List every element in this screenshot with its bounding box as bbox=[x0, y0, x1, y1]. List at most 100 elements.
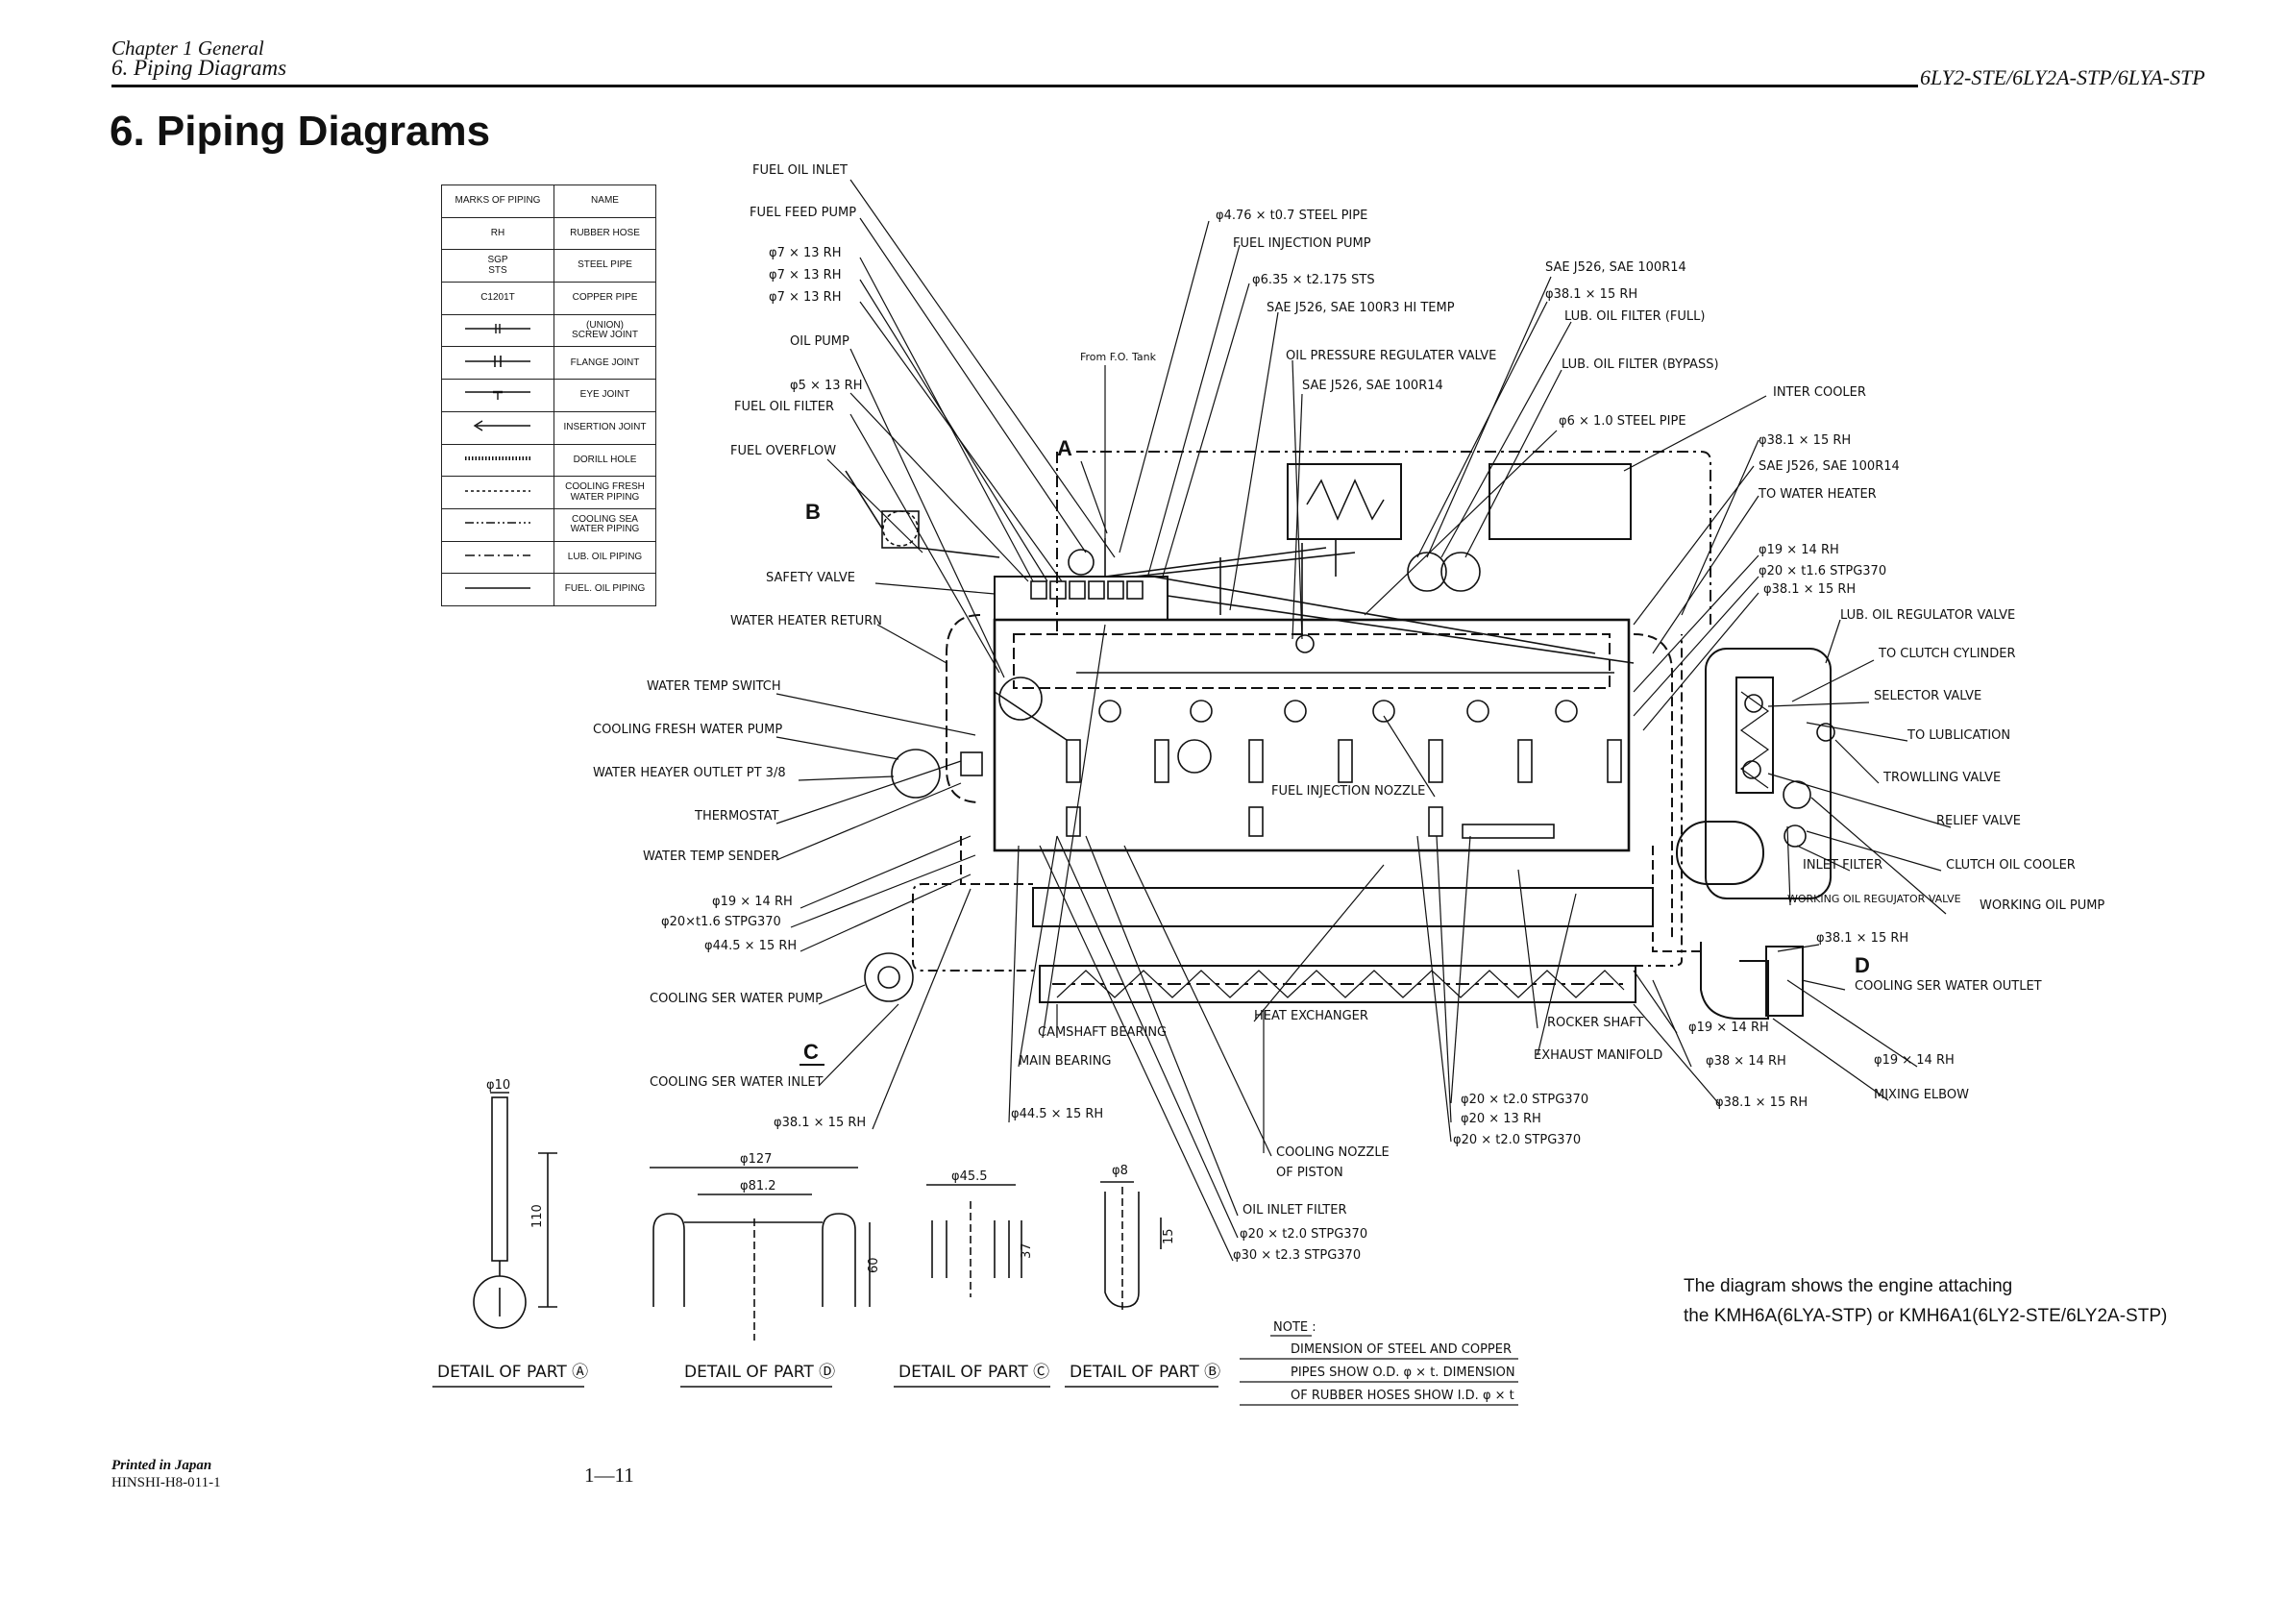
label-steel-pipe-6x1-0: φ6 × 1.0 STEEL PIPE bbox=[1559, 414, 1686, 429]
label-of-piston: OF PISTON bbox=[1276, 1166, 1343, 1180]
detail-c-title: DETAIL OF PART Ⓒ bbox=[898, 1363, 1049, 1382]
inlet-filter-symbol bbox=[1784, 824, 1807, 848]
legend-symbol-screw-joint bbox=[441, 313, 554, 348]
label-inlet-filter: INLET FILTER bbox=[1803, 858, 1882, 873]
selector-valve-symbol bbox=[1744, 694, 1763, 713]
label-rh-44-5x15: φ44.5 × 15 RH bbox=[1011, 1107, 1103, 1121]
inter-cooler-housing bbox=[1488, 463, 1632, 540]
label-rh-38x14: φ38 × 14 RH bbox=[1706, 1054, 1786, 1069]
cylinder-nozzle-4 bbox=[1338, 739, 1353, 783]
label-sae-j526-100r14: SAE J526, SAE 100R14 bbox=[1302, 379, 1443, 393]
label-rh-5x13: φ5 × 13 RH bbox=[790, 379, 863, 393]
legend-mark: SGP STS bbox=[441, 249, 554, 283]
label-thermostat: THERMOSTAT bbox=[694, 809, 778, 824]
injection-pump-body bbox=[994, 576, 1169, 621]
label-stpg-20x2-0: φ20 × t2.0 STPG370 bbox=[1453, 1133, 1581, 1147]
label-fuel-injection-nozzle: FUEL INJECTION NOZZLE bbox=[1271, 784, 1425, 799]
note-line-3: OF RUBBER HOSES SHOW I.D. φ × t bbox=[1291, 1389, 1514, 1403]
label-to-water-heater: TO WATER HEATER bbox=[1758, 487, 1877, 502]
legend-row: EYE JOINT bbox=[441, 379, 656, 412]
label-exhaust-manifold: EXHAUST MANIFOLD bbox=[1534, 1048, 1662, 1063]
label-safety-valve: SAFETY VALVE bbox=[766, 571, 855, 585]
label-working-oil-regulator-valve: WORKING OIL REGUJATOR VALVE bbox=[1787, 893, 1961, 905]
legend-symbol-eye-joint bbox=[441, 379, 554, 412]
label-to-clutch-cylinder: TO CLUTCH CYLINDER bbox=[1878, 647, 2016, 661]
clutch-oil-cooler-shell bbox=[1676, 821, 1764, 885]
mixing-elbow-flange bbox=[1765, 946, 1804, 1017]
legend-row: DORILL HOLE bbox=[441, 443, 656, 478]
label-inter-cooler: INTER COOLER bbox=[1773, 385, 1866, 400]
page-number: 1—11 bbox=[584, 1464, 634, 1487]
label-rh-19x14: φ19 × 14 RH bbox=[1759, 543, 1839, 557]
cylinder-nozzle-7 bbox=[1607, 739, 1622, 783]
legend-symbol-drill-hole bbox=[441, 443, 554, 478]
legend-row: INSERTION JOINT bbox=[441, 410, 656, 445]
cooling-sea-water-pump-symbol bbox=[864, 952, 914, 1002]
detail-d-dim-phi127: φ127 bbox=[740, 1152, 772, 1167]
label-rh-7x13: φ7 × 13 RH bbox=[769, 290, 842, 305]
legend-name: FUEL. OIL PIPING bbox=[554, 573, 656, 606]
fuel-oil-filter-symbol bbox=[882, 510, 919, 547]
label-sae-j526-100r3: SAE J526, SAE 100R3 HI TEMP bbox=[1267, 301, 1455, 315]
label-selector-valve: SELECTOR VALVE bbox=[1874, 689, 1981, 703]
legend-header-mark: MARKS OF PIPING bbox=[441, 185, 554, 218]
legend-row: LUB. OIL PIPING bbox=[441, 540, 656, 575]
detail-b-dim-phi8: φ8 bbox=[1112, 1164, 1128, 1178]
label-main-bearing: MAIN BEARING bbox=[1019, 1054, 1112, 1069]
cylinder-nozzle-5 bbox=[1428, 739, 1443, 783]
label-rh-20x13: φ20 × 13 RH bbox=[1461, 1112, 1541, 1126]
legend-mark: C1201T bbox=[441, 282, 554, 315]
label-camshaft-bearing: CAMSHAFT BEARING bbox=[1038, 1025, 1167, 1040]
label-lub-oil-regulator-valve: LUB. OIL REGULATOR VALVE bbox=[1840, 608, 2015, 623]
detail-d-title: DETAIL OF PART Ⓓ bbox=[684, 1363, 835, 1382]
legend-row: COOLING FRESH WATER PIPING bbox=[441, 476, 656, 509]
label-water-temp-sender: WATER TEMP SENDER bbox=[643, 849, 779, 864]
legend-name: RUBBER HOSE bbox=[554, 216, 656, 251]
label-fuel-feed-pump: FUEL FEED PUMP bbox=[750, 206, 856, 220]
label-rh-7x13: φ7 × 13 RH bbox=[769, 268, 842, 283]
label-fuel-oil-inlet: FUEL OIL INLET bbox=[752, 163, 848, 178]
cylinder-nozzle-6 bbox=[1517, 739, 1533, 783]
caption-line-2: the KMH6A(6LYA-STP) or KMH6A1(6LY2-STE/6… bbox=[1684, 1306, 2168, 1326]
legend-name: COOLING SEA WATER PIPING bbox=[554, 507, 656, 542]
clutch-oil-cooler bbox=[1735, 677, 1774, 794]
label-fuel-overflow: FUEL OVERFLOW bbox=[730, 444, 836, 458]
fuel-feed-pump-symbol bbox=[1068, 549, 1095, 576]
leader-lines bbox=[775, 179, 1952, 1262]
label-stpg-30x2-3: φ30 × t2.3 STPG370 bbox=[1233, 1248, 1361, 1263]
label-rh-19x14: φ19 × 14 RH bbox=[1688, 1021, 1769, 1035]
label-cooling-sea-water-outlet: COOLING SER WATER OUTLET bbox=[1855, 979, 2042, 994]
legend-row: (UNION) SCREW JOINT bbox=[441, 313, 656, 348]
label-cooling-sea-water-pump: COOLING SER WATER PUMP bbox=[650, 992, 823, 1006]
label-lub-oil-filter-bypass: LUB. OIL FILTER (BYPASS) bbox=[1562, 357, 1719, 372]
legend-symbol-lub-oil bbox=[441, 540, 554, 575]
label-to-lublication: TO LUBLICATION bbox=[1907, 728, 2010, 743]
marine-gear-case bbox=[1705, 648, 1832, 899]
detail-d-dim-60: 60 bbox=[867, 1257, 881, 1273]
trowlling-valve-symbol bbox=[1816, 723, 1835, 742]
header-rule bbox=[111, 85, 1918, 87]
label-water-heater-return: WATER HEATER RETURN bbox=[730, 614, 882, 628]
label-rh-38-1x15: φ38.1 × 15 RH bbox=[1759, 433, 1851, 448]
oil-pressure-regulator-valve-symbol bbox=[1295, 634, 1315, 653]
label-mixing-elbow: MIXING ELBOW bbox=[1874, 1088, 1969, 1102]
legend-symbol-insertion-joint bbox=[441, 410, 554, 445]
marker-b: B bbox=[805, 500, 821, 524]
label-rh-44-5x15: φ44.5 × 15 RH bbox=[704, 939, 797, 953]
legend-symbol-fuel-oil bbox=[441, 573, 554, 606]
label-fuel-oil-filter: FUEL OIL FILTER bbox=[734, 400, 834, 414]
detail-a-dim-phi10: φ10 bbox=[486, 1078, 510, 1093]
lub-oil-filter-bypass-symbol bbox=[1440, 552, 1481, 592]
label-sae-j526-100r14: SAE J526, SAE 100R14 bbox=[1545, 260, 1686, 275]
detail-a-title: DETAIL OF PART Ⓐ bbox=[437, 1363, 588, 1382]
label-sae-j526-100r14: SAE J526, SAE 100R14 bbox=[1759, 459, 1900, 474]
lub-oil-filter-full-symbol bbox=[1407, 552, 1447, 592]
mixing-elbow bbox=[1700, 942, 1769, 1020]
label-oil-inlet-filter: OIL INLET FILTER bbox=[1242, 1203, 1346, 1218]
header-model: 6LY2-STE/6LY2A-STP/6LYA-STP bbox=[1920, 65, 2205, 89]
cylinder-nozzle-2 bbox=[1154, 739, 1169, 783]
diagram-caption: The diagram shows the engine attaching t… bbox=[1684, 1271, 2167, 1331]
